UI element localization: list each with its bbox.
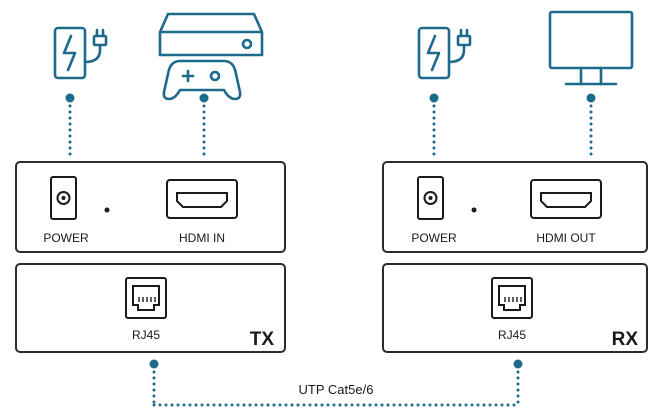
rx-rj45-port — [491, 277, 533, 319]
rx-connectors — [429, 93, 596, 160]
tx-rj45-port — [125, 277, 167, 319]
rx-front-panel: POWER HDMI OUT — [382, 161, 648, 253]
rx-hdmi-label: HDMI OUT — [536, 231, 596, 245]
tx-hdmi-label: HDMI IN — [179, 231, 225, 245]
tx-power-jack — [50, 176, 77, 220]
tx-led — [104, 207, 110, 213]
tx-rear-panel: RJ45 TX — [15, 263, 286, 353]
tx-tag: TX — [250, 329, 275, 350]
rx-power-adapter-icon — [417, 26, 472, 80]
tx-power-label: POWER — [43, 231, 89, 245]
cable-label: UTP Cat5e/6 — [299, 382, 374, 397]
tx-hdmi-port — [166, 179, 238, 219]
rx-power-label: POWER — [411, 231, 457, 245]
rx-tag: RX — [612, 329, 639, 350]
tx-rj45-label: RJ45 — [132, 328, 160, 342]
rx-rj45-label: RJ45 — [498, 328, 526, 342]
rx-rear-panel: RJ45 RX — [382, 263, 648, 353]
game-console-icon — [158, 12, 264, 101]
utp-cable-link: UTP Cat5e/6 — [149, 359, 523, 407]
tx-front-panel: POWER HDMI IN — [15, 161, 286, 253]
rx-power-jack — [417, 176, 444, 220]
rx-led — [471, 207, 477, 213]
rx-hdmi-port — [530, 179, 602, 219]
monitor-icon — [548, 10, 634, 86]
tx-power-adapter-icon — [53, 26, 108, 80]
tx-connectors — [65, 93, 209, 160]
